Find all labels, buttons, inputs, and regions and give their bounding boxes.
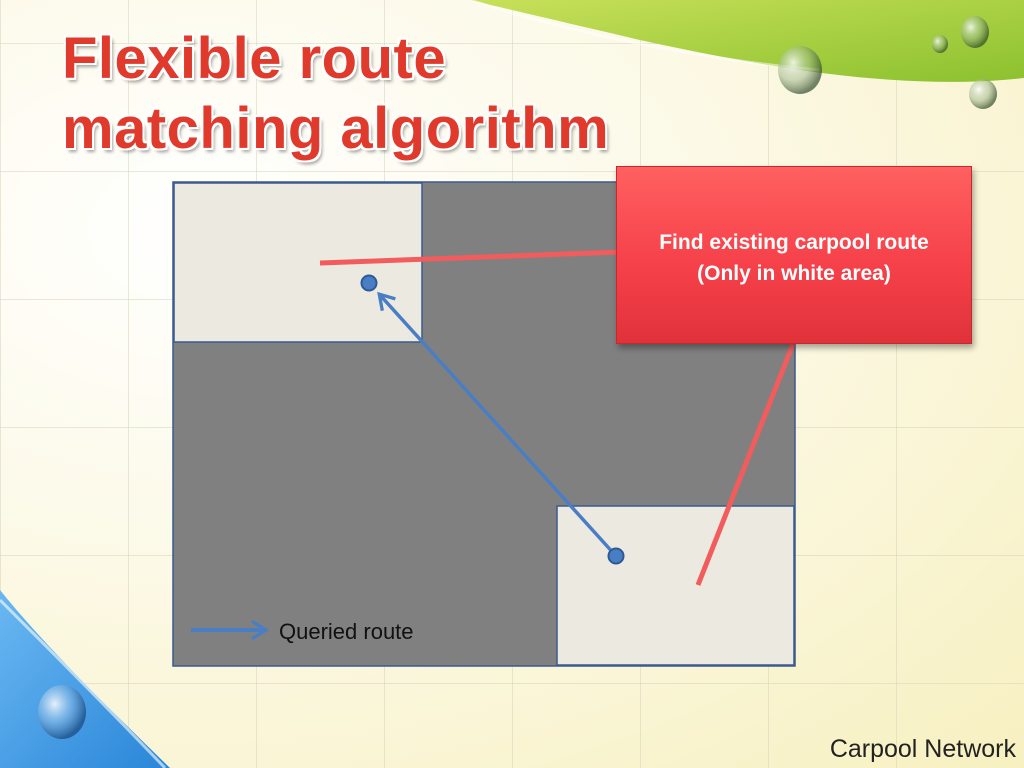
callout-line-1: Find existing carpool route	[659, 231, 929, 254]
callout-box: Find existing carpool route (Only in whi…	[616, 166, 972, 344]
water-drop-icon	[961, 16, 989, 48]
callout-pointer-line-bottom	[695, 343, 796, 586]
green-swoosh-shape	[470, 0, 1024, 82]
queried-route-arrow	[377, 291, 618, 558]
footer-text: Carpool Network	[829, 735, 1016, 763]
water-drop-icon	[778, 46, 822, 94]
water-drop-icon	[932, 35, 948, 53]
legend-label: Queried route	[279, 619, 414, 644]
water-drop-icon	[38, 685, 86, 739]
route-point-start	[607, 547, 625, 565]
water-drop-icon	[969, 79, 997, 109]
route-point-end	[360, 274, 378, 292]
title-line-2: matching algorithm	[62, 96, 610, 161]
callout-pointer-line-top	[319, 249, 621, 266]
page-title: Flexible route matching algorithm	[62, 24, 682, 164]
callout-line-2: (Only in white area)	[697, 262, 891, 285]
title-line-1: Flexible route	[62, 26, 447, 91]
